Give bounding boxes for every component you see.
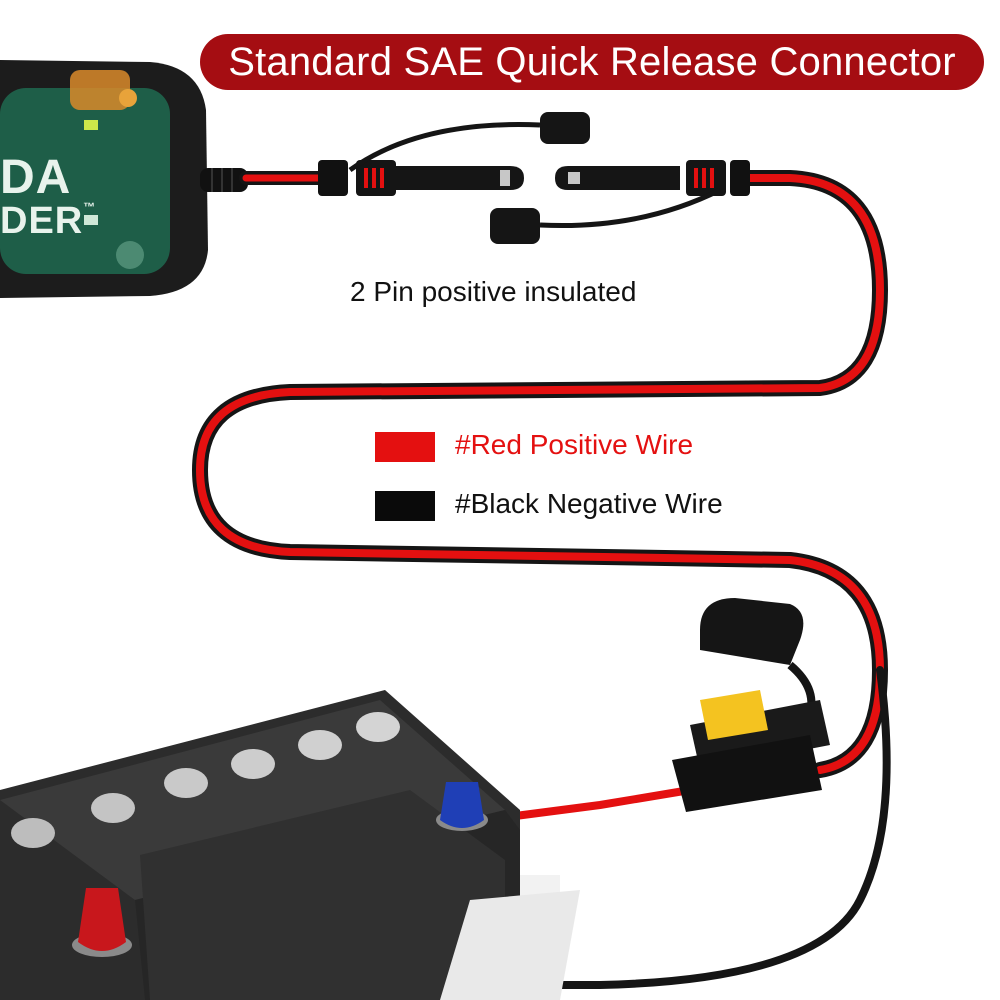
charger-display-text: DA xyxy=(0,151,72,204)
legend-swatch-red xyxy=(375,432,435,462)
cable-wire xyxy=(126,170,891,989)
car-battery-icon xyxy=(0,690,580,1000)
charger-device-icon xyxy=(0,60,248,298)
title-banner: Standard SAE Quick Release Connector xyxy=(200,34,984,90)
inline-fuse-holder-icon xyxy=(672,598,830,812)
legend-label-red: #Red Positive Wire xyxy=(455,429,694,460)
sae-connector-icon xyxy=(318,112,750,244)
trademark-mark: ™ xyxy=(83,200,97,214)
connector-note: 2 Pin positive insulated xyxy=(350,276,637,307)
legend-swatch-black xyxy=(375,491,435,521)
legend-label-black: #Black Negative Wire xyxy=(455,488,723,519)
charger-display-subtext: DER™ xyxy=(0,200,96,243)
charger-model-text: DER xyxy=(0,200,84,242)
